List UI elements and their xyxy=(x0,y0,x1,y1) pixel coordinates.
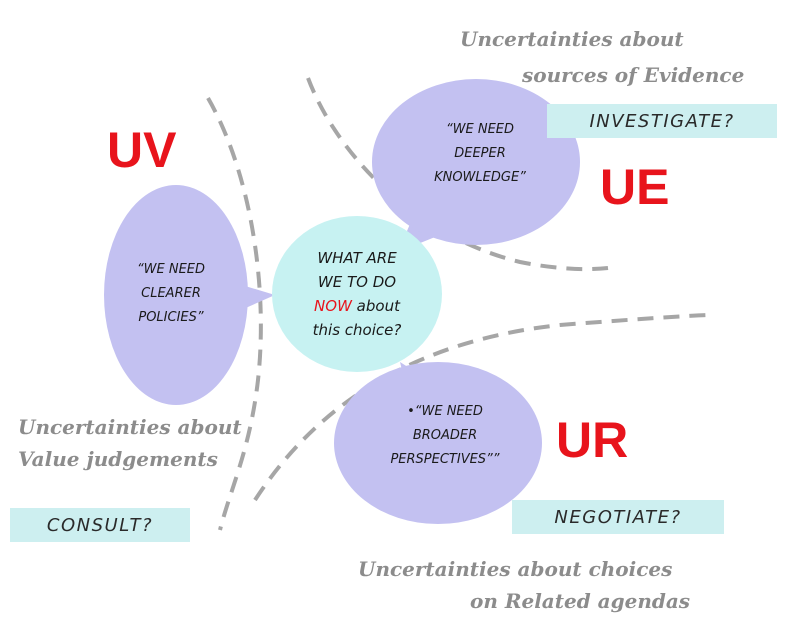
center-line: this choice? xyxy=(312,321,402,339)
bubble-perspectives-line: •“WE NEED xyxy=(407,404,483,419)
heading-value-line2: Value judgements xyxy=(18,447,218,471)
bubble-policies-line: “WE NEED xyxy=(136,262,206,277)
center-question: WHAT ARE WE TO DO NOW about this choice? xyxy=(287,246,427,342)
code-uv: UV xyxy=(107,122,177,178)
code-ue: UE xyxy=(600,159,670,215)
bubble-knowledge-line: “WE NEED xyxy=(445,122,515,137)
code-ur: UR xyxy=(556,412,629,468)
heading-related-line1: Uncertainties about choices xyxy=(358,557,673,581)
center-line: WHAT ARE xyxy=(317,249,397,267)
bubble-perspectives-line: BROADER xyxy=(412,428,478,443)
divider-bottom-curve xyxy=(253,313,711,502)
divider-left-curve xyxy=(206,97,263,531)
action-consult: CONSULT? xyxy=(10,508,190,542)
bubble-perspectives-shape xyxy=(334,362,542,524)
bubble-knowledge-line: DEEPER xyxy=(454,146,506,161)
bubble-policies-line: CLEARER xyxy=(141,286,201,301)
center-line: NOW about xyxy=(287,294,427,318)
heading-value-line1: Uncertainties about xyxy=(18,415,242,439)
heading-evidence-line2: sources of Evidence xyxy=(522,63,745,87)
action-investigate: INVESTIGATE? xyxy=(547,104,777,138)
bubble-knowledge-shape xyxy=(372,79,580,245)
center-circle xyxy=(272,216,442,372)
center-line: WE TO DO xyxy=(317,273,397,291)
bubble-policies-line: POLICIES” xyxy=(138,310,204,325)
action-negotiate: NEGOTIATE? xyxy=(512,500,724,534)
bubble-policies-shape xyxy=(104,185,248,405)
center-now-word: NOW xyxy=(314,297,352,315)
bubble-knowledge-line: KNOWLEDGE” xyxy=(434,170,526,185)
bubble-perspectives-text: •“WE NEED BROADER PERSPECTIVES”” xyxy=(360,400,530,472)
bubble-policies-text: “WE NEED CLEARER POLICIES” xyxy=(96,258,246,330)
bubble-perspectives-line: PERSPECTIVES”” xyxy=(390,452,500,467)
center-line-rest: about xyxy=(351,297,400,315)
bubble-knowledge-text: “WE NEED DEEPER KNOWLEDGE” xyxy=(400,118,560,190)
heading-evidence-line1: Uncertainties about xyxy=(460,27,684,51)
heading-related-line2: on Related agendas xyxy=(470,589,691,613)
